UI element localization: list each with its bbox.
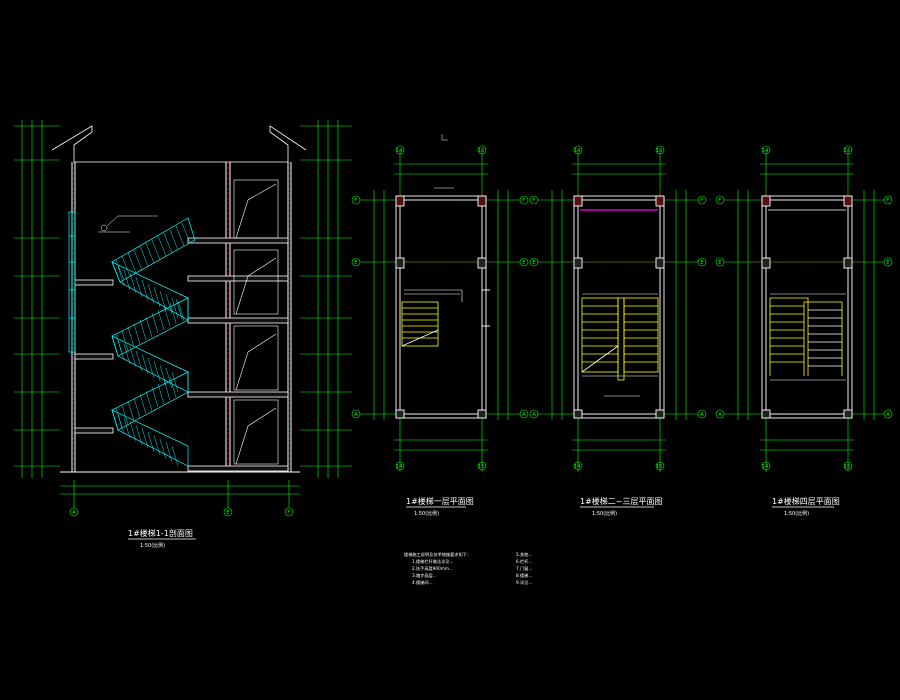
section-left-dimensions xyxy=(14,120,60,478)
plan3-axis-e-left: E xyxy=(718,260,721,266)
plan3-axis-14-bottom: 14 xyxy=(762,464,768,470)
plan3-axis-lines xyxy=(756,190,858,420)
section-window-strip xyxy=(68,211,76,353)
plan3-axis-15-bottom: 15 xyxy=(844,464,850,470)
section-axis-lines xyxy=(73,162,290,472)
note-line-9: 9.详见... xyxy=(516,579,532,586)
general-notes: 楼梯施工说明及技术措施要求如下： 1.楼梯栏杆做法详见... 2.扶手高度900… xyxy=(404,551,532,586)
plan3-axis-f-right: F xyxy=(886,198,889,204)
plan2-axis-14-bottom: 14 xyxy=(574,464,580,470)
plan3-axis-e-right: E xyxy=(886,260,889,266)
plan-top-floor: 14 15 14 15 F E A F E A 1#楼梯四层平面图 1:50(比… xyxy=(715,145,893,517)
plan3-axis-f-left: F xyxy=(718,198,721,204)
section-balusters xyxy=(115,222,191,467)
section-scale: 1:50(比例) xyxy=(140,542,165,549)
note-line-2: 2.扶手高度900mm... xyxy=(412,565,453,572)
section-axis-bubbles: A E F xyxy=(69,507,294,517)
plan3-axis-a-left: A xyxy=(718,412,722,418)
plan1-axis-lines xyxy=(390,190,492,420)
plan1-grid xyxy=(360,150,520,472)
plan1-axis-e-right: E xyxy=(522,260,525,266)
section-title: 1#楼梯1-1剖面图 xyxy=(128,528,193,538)
plan1-axis-15-bottom: 15 xyxy=(478,464,484,470)
plan2-axis-e-left: E xyxy=(532,260,535,266)
section-roof xyxy=(51,125,307,163)
plan1-axis-a-left: A xyxy=(354,412,358,418)
section-stair-flights xyxy=(111,217,196,467)
plan3-axis-a-right: A xyxy=(886,412,890,418)
plan2-axis-e-right: E xyxy=(700,260,703,266)
plan1-walls xyxy=(395,195,490,419)
plan1-stair xyxy=(401,301,439,347)
note-line-5: 5.其他... xyxy=(516,551,532,558)
plan1-axis-14: 14 xyxy=(396,148,402,154)
plan1-title: 1#楼梯一层平面图 xyxy=(406,496,474,506)
section-drawing: A E F 1#楼梯1-1剖面图 1:50(比例) xyxy=(14,120,352,549)
section-door-elevations xyxy=(233,179,279,465)
plan3-bubbles: 14 15 14 15 F E A F E A xyxy=(715,145,893,471)
plan2-title: 1#楼梯二~三层平面图 xyxy=(580,496,663,506)
plan2-axis-a-right: A xyxy=(700,412,704,418)
plan3-axis-14: 14 xyxy=(762,148,768,154)
plan1-axis-f-right: F xyxy=(522,198,525,204)
note-line-8: 8.楼梯... xyxy=(516,572,532,579)
plan1-axis-a-right: A xyxy=(522,412,526,418)
plan2-rail xyxy=(582,293,658,397)
plan3-rail xyxy=(770,293,846,381)
plan3-scale: 1:50(比例) xyxy=(784,510,809,517)
plan2-axis-14: 14 xyxy=(574,148,580,154)
axis-label-f: F xyxy=(287,510,290,516)
plan-typical-floor: 14 15 14 15 F E A F E A 1#楼梯二~三层平面图 1:50… xyxy=(529,145,707,517)
note-line-7: 7.门窗... xyxy=(516,565,532,572)
plan2-axis-15: 15 xyxy=(656,148,662,154)
plan2-stair xyxy=(581,297,659,381)
note-line-3: 3.踏步面层... xyxy=(412,572,437,579)
section-annotation xyxy=(98,215,158,233)
section-right-dimensions xyxy=(300,120,352,478)
section-bottom-dimensions xyxy=(60,480,300,508)
plan3-title: 1#楼梯四层平面图 xyxy=(772,496,840,506)
plan2-axis-f-right: F xyxy=(700,198,703,204)
plan2-walls xyxy=(573,195,665,419)
plan-ground-floor: 14 15 14 15 F E A F E A 1#楼梯一层平面图 1:50(比… xyxy=(351,134,529,517)
plan1-bubbles: 14 15 14 15 F E A F E A xyxy=(351,145,529,471)
note-line-1: 1.楼梯栏杆做法详见... xyxy=(412,558,454,565)
plan2-scale: 1:50(比例) xyxy=(592,510,617,517)
plan2-bubbles: 14 15 14 15 F E A F E A xyxy=(529,145,707,471)
note-line-4: 4.楼梯间... xyxy=(412,579,433,586)
note-line-6: 6.栏杆... xyxy=(516,558,532,565)
axis-label-e: E xyxy=(226,510,229,516)
section-floor-slabs xyxy=(74,237,289,472)
plan3-axis-15: 15 xyxy=(844,148,850,154)
plan1-section-mark xyxy=(434,134,454,189)
plan3-stair xyxy=(769,297,843,376)
plan1-axis-e-left: E xyxy=(354,260,357,266)
plan2-axis-15-bottom: 15 xyxy=(656,464,662,470)
plan1-axis-15: 15 xyxy=(478,148,484,154)
plan1-axis-14-bottom: 14 xyxy=(396,464,402,470)
plan2-axis-lines xyxy=(568,190,670,420)
plan1-axis-f-left: F xyxy=(354,198,357,204)
plan1-rail xyxy=(404,289,463,302)
plan1-scale: 1:50(比例) xyxy=(414,510,439,517)
note-line-0: 楼梯施工说明及技术措施要求如下： xyxy=(404,551,471,558)
plan2-axis-f-left: F xyxy=(532,198,535,204)
plan3-walls xyxy=(761,195,853,419)
plan2-axis-a-left: A xyxy=(532,412,536,418)
axis-label-a: A xyxy=(72,510,76,516)
section-walls xyxy=(60,162,300,473)
